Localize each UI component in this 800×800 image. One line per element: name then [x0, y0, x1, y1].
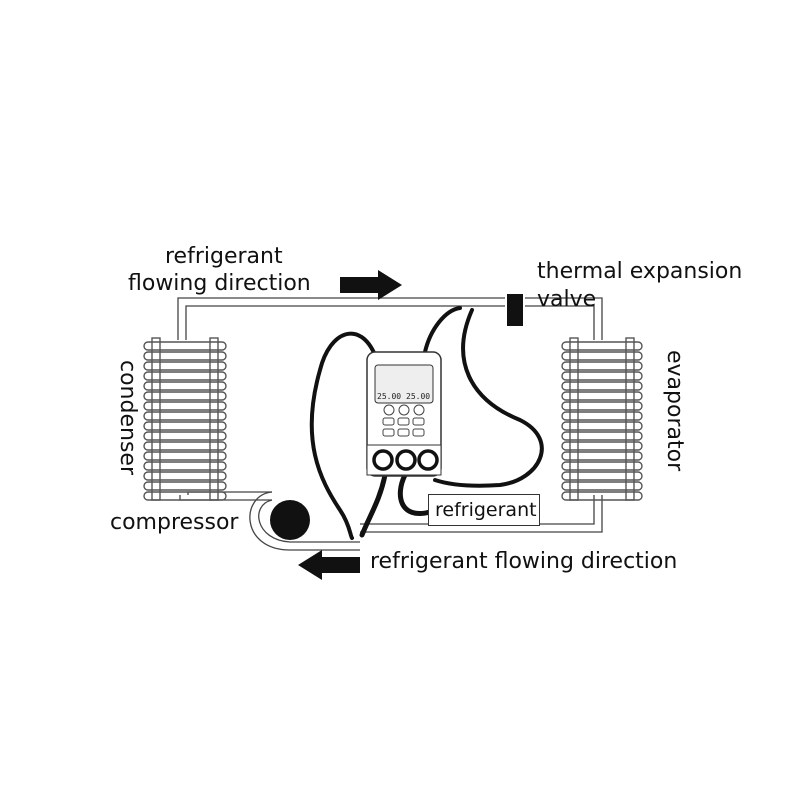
coil-fin — [561, 341, 643, 351]
coil-fin — [561, 471, 643, 481]
coil-fin — [561, 351, 643, 361]
coil-fin — [561, 431, 643, 441]
evaporator-coil — [561, 337, 643, 501]
coil-fin — [143, 431, 227, 441]
coil-fin — [143, 361, 227, 371]
coil-fin — [561, 371, 643, 381]
coil-header — [569, 337, 579, 501]
gauge-left-value: 25.00 — [377, 392, 401, 401]
coil-fin — [561, 451, 643, 461]
coil-fin — [143, 461, 227, 471]
coil-fin — [143, 351, 227, 361]
gauge-right-value: 25.00 — [406, 392, 430, 401]
coil-fin — [143, 401, 227, 411]
coil-fin — [143, 441, 227, 451]
coil-fin — [143, 371, 227, 381]
coil-fin — [143, 411, 227, 421]
compressor-icon — [270, 500, 310, 540]
coil-fin — [143, 491, 227, 501]
coil-fin — [561, 491, 643, 501]
manifold-gauge-icon: 25.00 25.00 — [366, 351, 442, 477]
coil-fin — [143, 391, 227, 401]
coil-fin — [143, 471, 227, 481]
coil-fin — [143, 381, 227, 391]
coil-fin — [143, 481, 227, 491]
compressor-label: compressor — [110, 510, 239, 535]
coil-fin — [143, 421, 227, 431]
arrow-right-icon — [340, 270, 402, 300]
top-flow-label-1: refrigerant — [165, 244, 283, 269]
coil-fin — [561, 411, 643, 421]
coil-fin — [561, 461, 643, 471]
coil-header — [209, 337, 219, 501]
refrigerant-label-box: refrigerant — [428, 494, 540, 526]
expansion-valve-icon — [507, 294, 523, 326]
coil-header — [625, 337, 635, 501]
coil-fin — [561, 391, 643, 401]
evaporator-label: evaporator — [662, 350, 687, 472]
valve-label-1: thermal expansion — [537, 259, 743, 284]
pipe-loop — [177, 297, 603, 551]
condenser-coil — [143, 337, 227, 501]
coil-fin — [561, 381, 643, 391]
coil-fin — [143, 341, 227, 351]
coil-fin — [561, 401, 643, 411]
coil-fin — [561, 361, 643, 371]
top-flow-label-2: flowing direction — [128, 271, 311, 296]
arrow-left-icon — [298, 550, 360, 580]
valve-label-2: valve — [537, 287, 597, 312]
coil-header — [151, 337, 161, 501]
hoses — [309, 306, 544, 540]
coil-fin — [561, 481, 643, 491]
coil-fin — [561, 421, 643, 431]
coil-fin — [561, 441, 643, 451]
bottom-flow-label: refrigerant flowing direction — [370, 549, 678, 574]
condenser-label: condenser — [115, 360, 140, 475]
coil-fin — [143, 451, 227, 461]
